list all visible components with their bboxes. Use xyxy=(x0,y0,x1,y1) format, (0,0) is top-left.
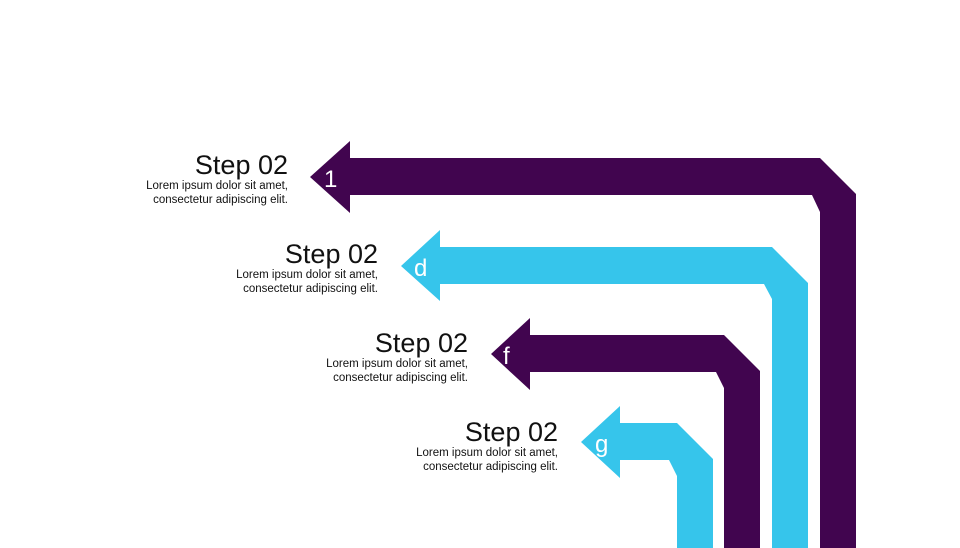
arrow-1 xyxy=(310,141,856,548)
step-block-2: Step 02 Lorem ipsum dolor sit amet, cons… xyxy=(236,239,378,296)
arrow-3-label: f xyxy=(503,343,510,370)
step-block-1: Step 02 Lorem ipsum dolor sit amet, cons… xyxy=(146,150,288,207)
arrow-2 xyxy=(401,230,808,548)
step-block-3: Step 02 Lorem ipsum dolor sit amet, cons… xyxy=(326,328,468,385)
arrow-1-label: 1 xyxy=(324,166,337,193)
arrow-3 xyxy=(491,318,760,548)
step-block-4: Step 02 Lorem ipsum dolor sit amet, cons… xyxy=(416,417,558,474)
step-title: Step 02 xyxy=(464,417,558,447)
step-description-line-1: Lorem ipsum dolor sit amet, xyxy=(416,447,558,459)
step-description-line-1: Lorem ipsum dolor sit amet, xyxy=(146,180,288,192)
step-description-line-1: Lorem ipsum dolor sit amet, xyxy=(326,358,468,370)
step-description-line-2: consectetur adipiscing elit. xyxy=(153,193,288,206)
arrow-2-label: d xyxy=(414,255,427,282)
step-title: Step 02 xyxy=(284,239,378,269)
arrow-4-label: g xyxy=(595,431,608,458)
step-title: Step 02 xyxy=(374,328,468,358)
step-description-line-2: consectetur adipiscing elit. xyxy=(243,282,378,295)
step-title: Step 02 xyxy=(194,150,288,180)
step-description-line-2: consectetur adipiscing elit. xyxy=(333,371,468,384)
step-description-line-2: consectetur adipiscing elit. xyxy=(423,460,558,473)
step-description-line-1: Lorem ipsum dolor sit amet, xyxy=(236,269,378,281)
arrow-4 xyxy=(581,406,713,548)
